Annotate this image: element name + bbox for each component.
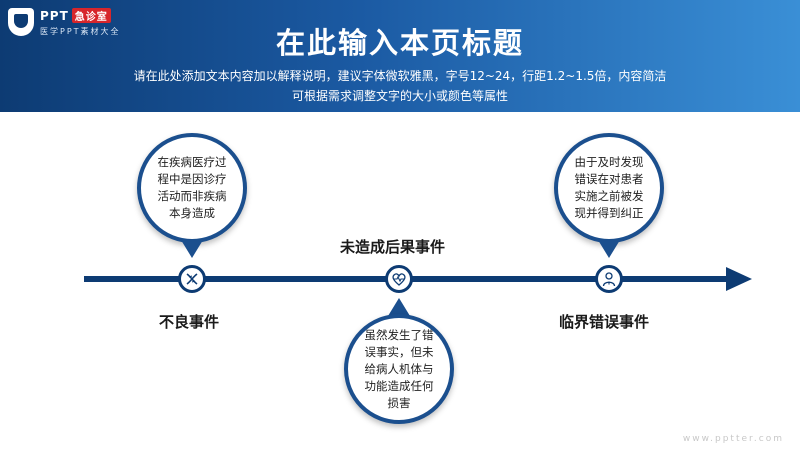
- page-title: 在此输入本页标题: [275, 26, 524, 60]
- logo-subtitle: 医学PPT素材大全: [40, 27, 121, 36]
- event-label-adverse: 不良事件: [159, 313, 220, 331]
- subtitle-line-2: 可根据需求调整文字的大小或颜色等属性: [291, 89, 508, 103]
- timeline-node-no-consequence[interactable]: [385, 265, 413, 293]
- bubble-near-miss: 由于及时发现错误在对患者实施之前被发现并得到纠正: [554, 133, 664, 243]
- bubble-no-consequence: 虽然发生了错误事实，但未给病人机体与功能造成任何损害: [344, 314, 454, 424]
- heartbeat-icon: [392, 273, 406, 286]
- bubble-text: 虽然发生了错误事实，但未给病人机体与功能造成任何损害: [364, 327, 434, 410]
- timeline-node-near-miss[interactable]: [595, 265, 623, 293]
- bubble-pointer: [598, 240, 620, 258]
- bubble-text: 由于及时发现错误在对患者实施之前被发现并得到纠正: [574, 155, 644, 220]
- doctor-icon: [602, 272, 616, 287]
- logo-tag: 急诊室: [71, 8, 111, 23]
- timeline-arrow-icon: [726, 267, 752, 291]
- page-subtitle: 请在此处添加文本内容加以解释说明，建议字体微软雅黑，字号12~24，行距1.2~…: [90, 66, 710, 106]
- watermark: www.pptter.com: [682, 434, 784, 444]
- timeline-node-adverse-event[interactable]: [178, 265, 206, 293]
- bubble-text: 在疾病医疗过程中是因诊疗活动而非疾病本身造成: [157, 155, 227, 220]
- bubble-adverse-event: 在疾病医疗过程中是因诊疗活动而非疾病本身造成: [137, 133, 247, 243]
- dna-icon: [186, 273, 198, 285]
- shield-logo-icon: [8, 8, 34, 36]
- event-label-near-miss: 临界错误事件: [559, 313, 650, 331]
- bubble-pointer: [181, 240, 203, 258]
- subtitle-line-1: 请在此处添加文本内容加以解释说明，建议字体微软雅黑，字号12~24，行距1.2~…: [133, 69, 667, 83]
- event-label-no-consequence: 未造成后果事件: [340, 238, 446, 256]
- bubble-pointer: [388, 298, 410, 316]
